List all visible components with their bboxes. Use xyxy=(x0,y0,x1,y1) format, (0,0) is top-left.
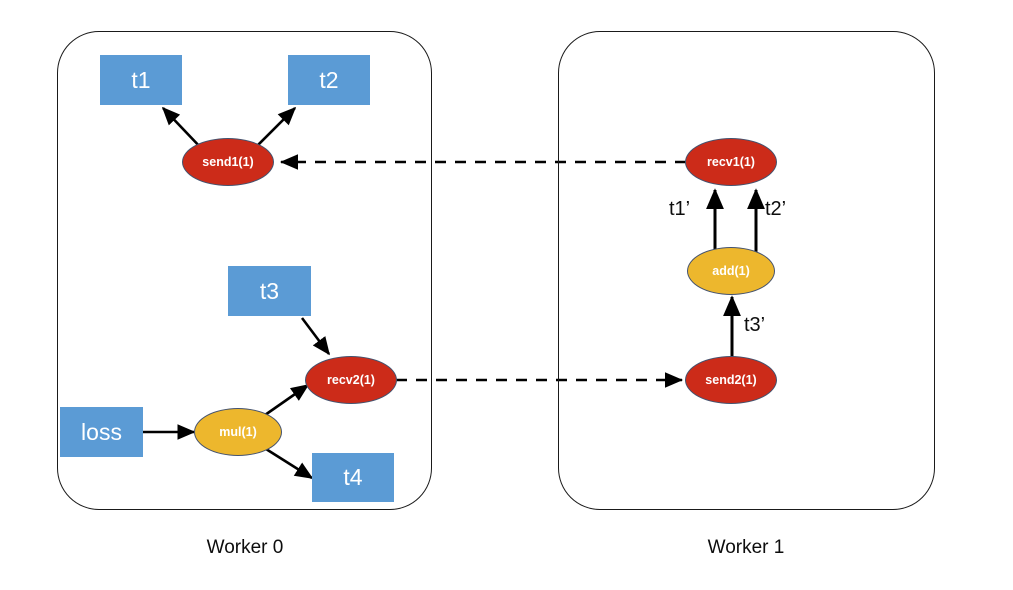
node-recv1-label: recv1(1) xyxy=(707,155,755,169)
node-send1-label: send1(1) xyxy=(202,155,254,169)
node-t1[interactable]: t1 xyxy=(100,55,182,105)
node-t4[interactable]: t4 xyxy=(312,453,394,502)
node-t3-label: t3 xyxy=(259,277,280,304)
node-loss-label: loss xyxy=(81,418,122,445)
node-t2[interactable]: t2 xyxy=(288,55,370,105)
node-mul[interactable]: mul(1) xyxy=(194,408,282,456)
node-send2[interactable]: send2(1) xyxy=(685,356,777,404)
node-send1[interactable]: send1(1) xyxy=(182,138,274,186)
edge-label-t3-prime: t3’ xyxy=(744,314,766,336)
node-t2-label: t2 xyxy=(319,66,339,93)
worker-panel-worker1 xyxy=(558,31,935,510)
node-recv2[interactable]: recv2(1) xyxy=(305,356,397,404)
node-t4-label: t4 xyxy=(343,464,363,490)
node-send2-label: send2(1) xyxy=(705,373,757,387)
node-recv2-label: recv2(1) xyxy=(327,373,375,387)
worker-panel-worker0 xyxy=(57,31,432,510)
edge-label-t2-prime: t2’ xyxy=(765,198,787,220)
node-t3[interactable]: t3 xyxy=(228,266,311,316)
worker-caption-worker0: Worker 0 xyxy=(206,537,284,558)
worker-caption-worker1: Worker 1 xyxy=(707,537,785,558)
node-t1-label: t1 xyxy=(131,66,151,93)
node-mul-label: mul(1) xyxy=(219,425,257,439)
node-add-label: add(1) xyxy=(712,264,750,278)
node-recv1[interactable]: recv1(1) xyxy=(685,138,777,186)
node-loss[interactable]: loss xyxy=(60,407,143,457)
node-add[interactable]: add(1) xyxy=(687,247,775,295)
edge-label-t1-prime: t1’ xyxy=(669,198,691,220)
